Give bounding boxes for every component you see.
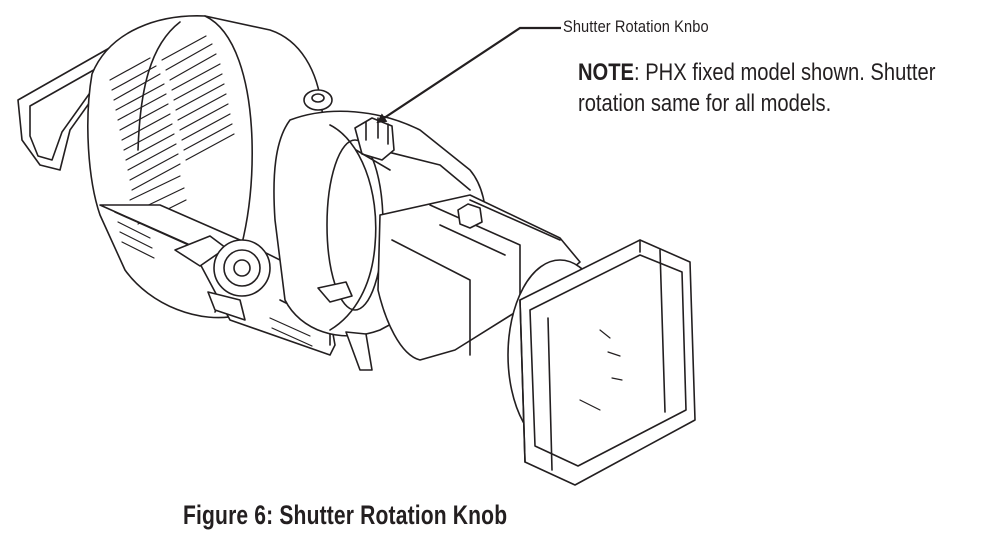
lens-inner-detail	[579, 329, 623, 411]
note-text: NOTE: PHX fixed model shown. Shutter rot…	[578, 57, 973, 119]
eye-bolt	[303, 89, 333, 111]
figure-caption: Figure 6: Shutter Rotation Knob	[183, 500, 508, 530]
tilt-lock-knob	[174, 235, 271, 321]
gel-frame-holder	[519, 239, 696, 486]
callout-leader	[376, 26, 561, 124]
shutter-rotation-knob	[354, 117, 395, 171]
side-lever	[317, 281, 373, 371]
note-body: : PHX fixed model shown. Shutter rotatio…	[578, 59, 936, 117]
vent-slots	[109, 35, 235, 225]
callout-label: Shutter Rotation Knbo	[563, 17, 709, 36]
note-lead: NOTE	[578, 59, 635, 86]
base-slots	[117, 221, 313, 347]
focus-knob	[457, 203, 483, 229]
